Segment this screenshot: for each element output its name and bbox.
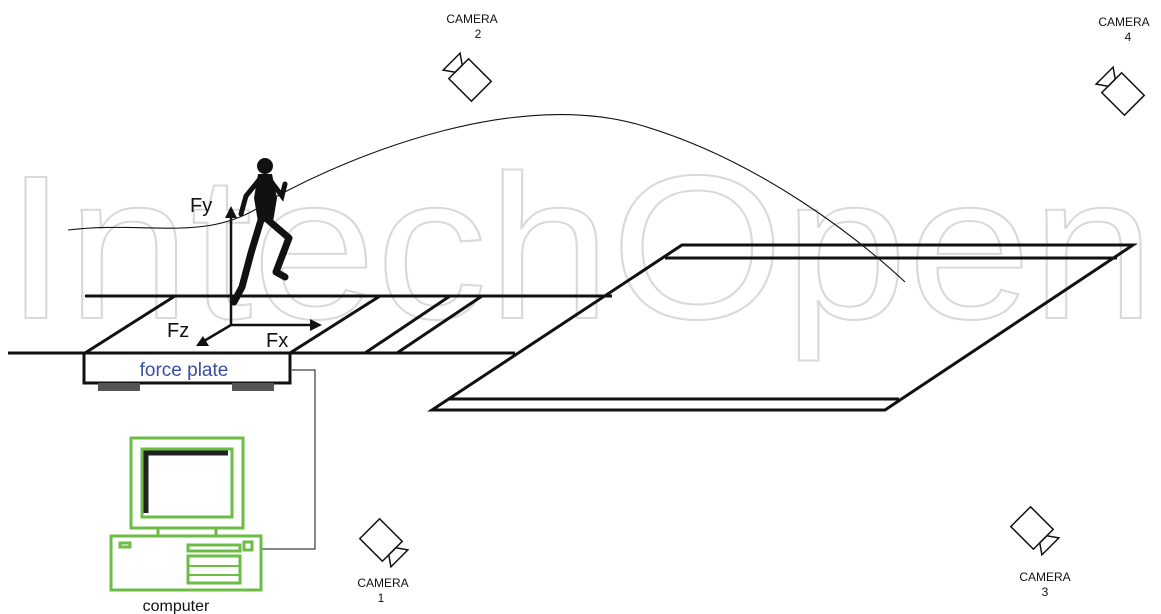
camera-1 <box>358 517 410 569</box>
camera-3 <box>1009 505 1061 557</box>
fz-label: Fz <box>167 320 189 342</box>
trajectory-curve <box>67 114 906 283</box>
camera-icon <box>1009 505 1061 557</box>
camera-4-label: CAMERA <box>1098 15 1149 29</box>
force-plate-label: force plate <box>140 360 229 381</box>
camera-4-number: 4 <box>1125 30 1132 44</box>
camera-icon <box>1094 65 1146 117</box>
camera-3-label: CAMERA <box>1019 570 1070 584</box>
camera-2 <box>441 51 493 103</box>
computer-icon <box>109 436 263 592</box>
runner-silhouette <box>230 158 293 306</box>
camera-icon <box>441 51 493 103</box>
computer-label: computer <box>143 598 210 614</box>
camera-2-label: CAMERA <box>446 12 497 26</box>
fy-label: Fy <box>190 195 212 217</box>
camera-3-number: 3 <box>1042 585 1049 599</box>
camera-4 <box>1094 65 1146 117</box>
camera-1-number: 1 <box>378 591 385 605</box>
force-axes <box>196 206 322 346</box>
fx-label: Fx <box>266 330 288 352</box>
camera-icon <box>358 517 410 569</box>
camera-1-label: CAMERA <box>357 576 408 590</box>
camera-2-number: 2 <box>475 27 482 41</box>
force-plate: force plate <box>82 351 292 391</box>
landing-pit <box>427 243 1138 412</box>
watermark: IntechOpen <box>5 133 1155 362</box>
data-cable <box>262 369 316 550</box>
